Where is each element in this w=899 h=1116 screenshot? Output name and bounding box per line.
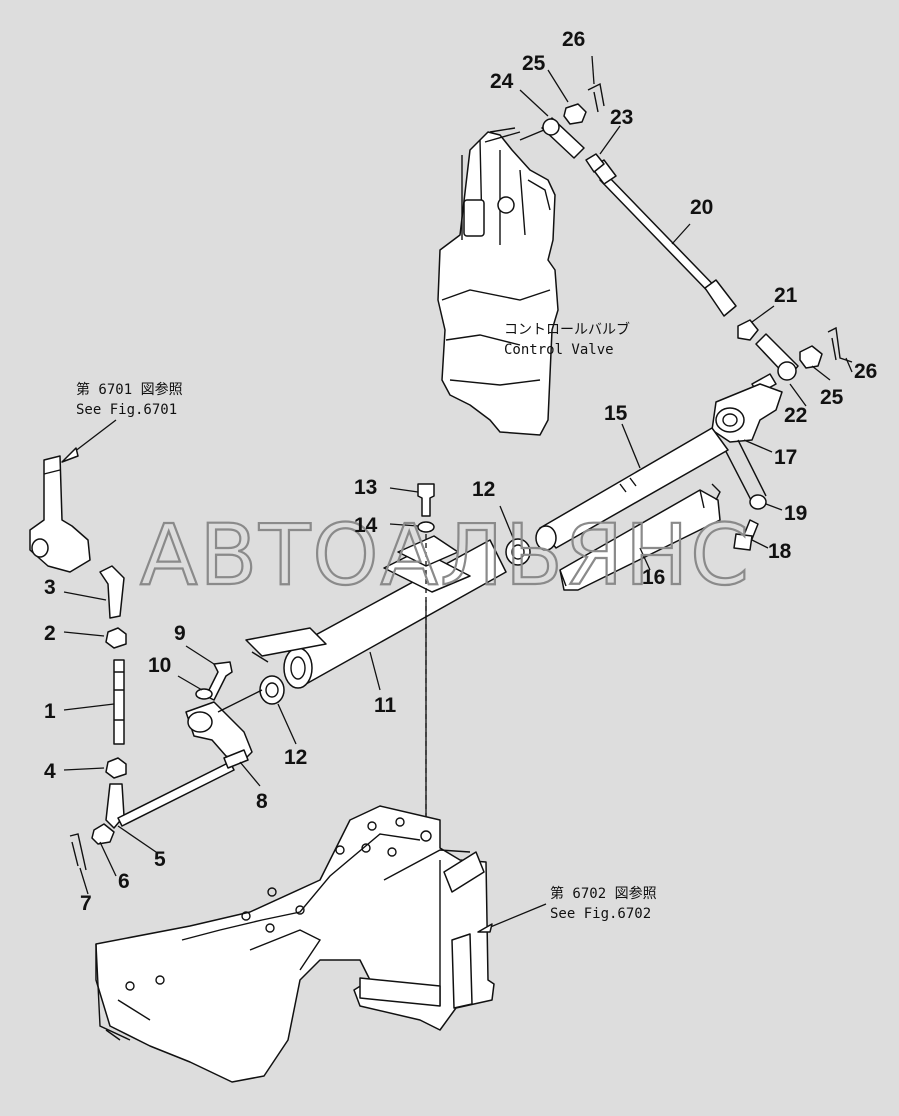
frame [95, 805, 495, 1083]
callout-15: 15 [604, 402, 628, 425]
note-control-valve-en: Control Valve [504, 342, 614, 358]
note-fig6701-jp: 第 6701 図参照 [76, 381, 183, 398]
callout-7: 7 [80, 892, 92, 915]
callout-18: 18 [768, 540, 792, 563]
callout-4: 4 [44, 760, 56, 783]
callout-5: 5 [154, 848, 166, 871]
right-lever-and-shaft [505, 383, 783, 591]
control-valve [437, 127, 559, 436]
note-control-valve-jp: コントロールバルブ [504, 321, 630, 338]
leader-lines [61, 55, 853, 933]
callout-25-bottom: 25 [820, 386, 844, 409]
callout-20: 20 [690, 196, 713, 219]
callout-10: 10 [148, 654, 171, 677]
callout-26-top: 26 [562, 28, 585, 51]
callout-25-top: 25 [522, 52, 546, 75]
callout-13: 13 [354, 476, 377, 499]
callout-1: 1 [44, 700, 56, 723]
center-bolt [417, 483, 435, 840]
callout-23: 23 [610, 106, 633, 129]
note-fig6702-en: See Fig.6702 [550, 906, 651, 922]
callout-3: 3 [44, 576, 56, 599]
callout-12-left: 12 [284, 746, 307, 769]
callout-26-bottom: 26 [854, 360, 877, 383]
main-shaft [245, 535, 507, 689]
callout-9: 9 [174, 622, 186, 645]
callout-8: 8 [256, 790, 268, 813]
callout-2: 2 [44, 622, 56, 645]
callout-22: 22 [784, 404, 807, 427]
callout-19: 19 [784, 502, 807, 525]
watermark: АВТОАЛЬЯНС [140, 506, 751, 604]
note-fig6701-en: See Fig.6701 [76, 402, 177, 418]
callout-16: 16 [642, 566, 665, 589]
callout-17: 17 [774, 446, 797, 469]
callout-24: 24 [490, 70, 514, 93]
callout-14: 14 [354, 514, 378, 537]
callout-21: 21 [774, 284, 798, 307]
callout-6: 6 [118, 870, 130, 893]
note-fig6702-jp: 第 6702 図参照 [550, 885, 657, 902]
callout-11: 11 [374, 694, 397, 717]
left-linkage [29, 455, 285, 871]
upper-linkage [519, 82, 853, 395]
callout-12-right: 12 [472, 478, 495, 501]
